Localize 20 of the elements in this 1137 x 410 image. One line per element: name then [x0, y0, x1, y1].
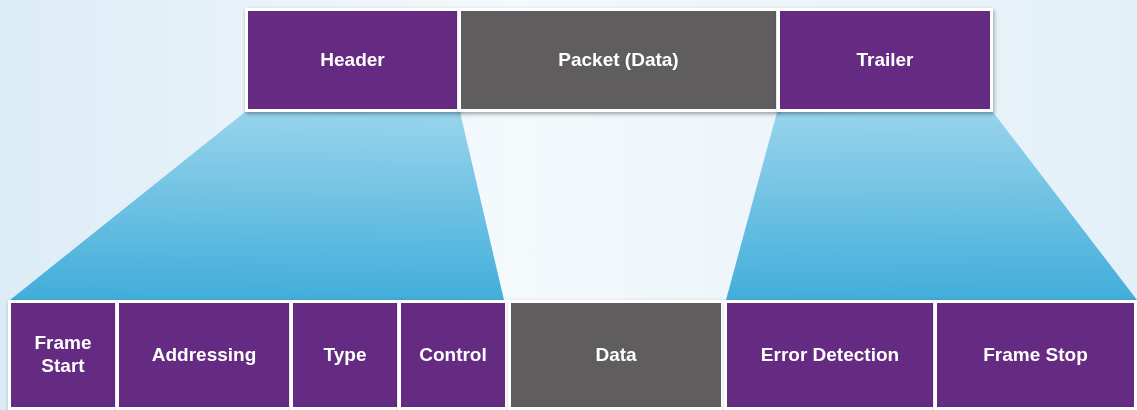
field-label: Frame Stop — [982, 343, 1089, 367]
field-box — [777, 8, 993, 112]
field-label: Error Detection — [759, 343, 901, 367]
field-box — [724, 300, 936, 410]
field-label: Frame Start — [33, 332, 93, 378]
field-box — [934, 300, 1137, 410]
field-label: Data — [594, 343, 638, 367]
field-label: Addressing — [150, 343, 258, 367]
field-label: Type — [322, 343, 368, 367]
field-label: Header — [319, 48, 386, 72]
field-label: Control — [418, 343, 488, 367]
field-box — [290, 300, 400, 410]
field-box — [398, 300, 508, 410]
field-box — [116, 300, 292, 410]
field-box — [508, 300, 724, 410]
field-box — [8, 300, 118, 410]
field-box — [458, 8, 779, 112]
field-box — [245, 8, 460, 112]
field-label: Packet (Data) — [557, 48, 680, 72]
field-label: Trailer — [855, 48, 915, 72]
